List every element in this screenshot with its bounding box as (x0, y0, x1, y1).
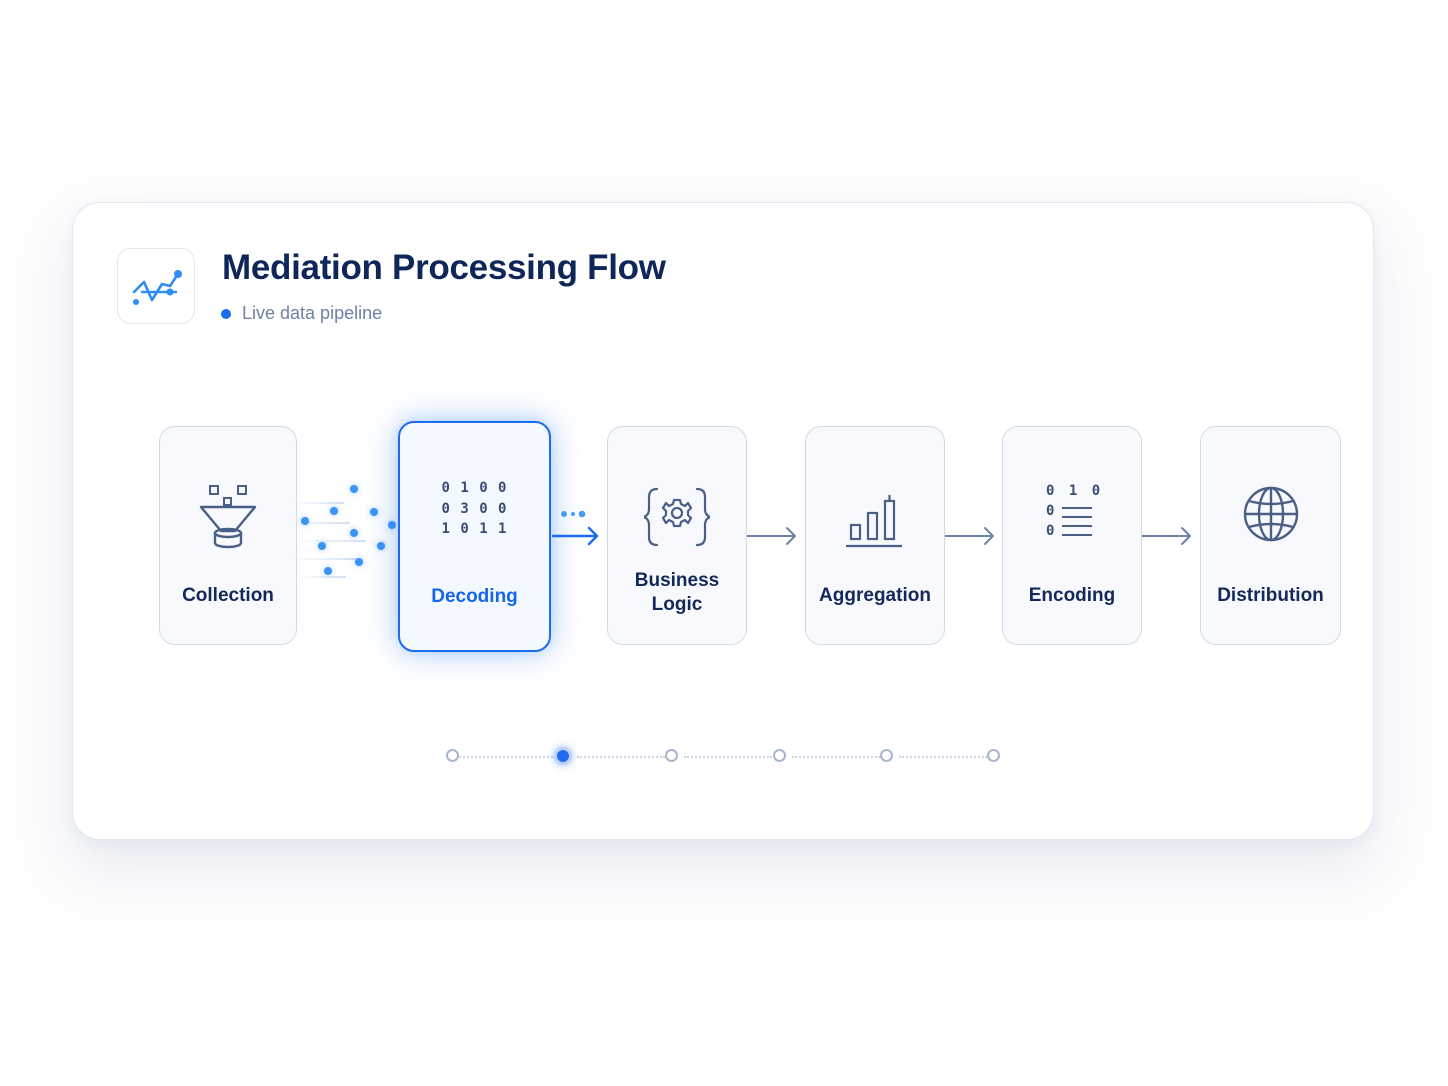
progress-dot-4[interactable] (773, 749, 786, 762)
step-business-logic[interactable]: Business Logic (607, 426, 747, 645)
step-label-distribution: Distribution (1217, 585, 1324, 606)
step-collection[interactable]: Collection (159, 426, 297, 645)
live-indicator-dot (221, 308, 231, 319)
encoded-list-icon: 0 1 0 0 0 (1046, 483, 1104, 539)
page-title: Mediation Processing Flow (222, 248, 666, 287)
progress-dot-5[interactable] (880, 749, 893, 762)
globe-icon (1243, 486, 1298, 542)
step-label-collection: Collection (182, 585, 274, 606)
progress-dot-1[interactable] (446, 749, 459, 762)
funnel-icon (199, 485, 257, 549)
step-decoding[interactable]: 0 1 0 0 0 3 0 0 1 0 1 1 Decoding (398, 421, 551, 652)
app-logo (117, 248, 195, 324)
step-label-business-logic: Business Logic (634, 570, 720, 615)
step-distribution[interactable]: Distribution (1200, 426, 1341, 645)
sparkline-chart-icon (132, 270, 182, 305)
flow-arrow-active (552, 510, 599, 546)
progress-dot-6[interactable] (987, 749, 1000, 762)
step-aggregation[interactable]: Aggregation (805, 426, 945, 645)
progress-dot-2-active[interactable] (554, 747, 572, 765)
gear-braces-icon (644, 487, 710, 547)
binary-code-icon: 0 1 0 0 0 3 0 0 1 0 1 1 (441, 480, 508, 537)
data-particles (290, 480, 400, 590)
page-subtitle: Live data pipeline (242, 303, 383, 323)
step-label-encoding: Encoding (1028, 585, 1116, 606)
step-progress (440, 744, 1010, 770)
progress-dot-3[interactable] (665, 749, 678, 762)
step-label-decoding: Decoding (431, 586, 518, 607)
bar-chart-icon (846, 495, 902, 548)
live-status: Live data pipeline (221, 303, 382, 324)
flow-arrow (747, 527, 796, 545)
flow-arrow (1142, 527, 1191, 545)
step-encoding[interactable]: 0 1 0 0 0 Encoding (1002, 426, 1142, 645)
step-label-aggregation: Aggregation (819, 585, 931, 606)
flow-arrow (945, 527, 994, 545)
